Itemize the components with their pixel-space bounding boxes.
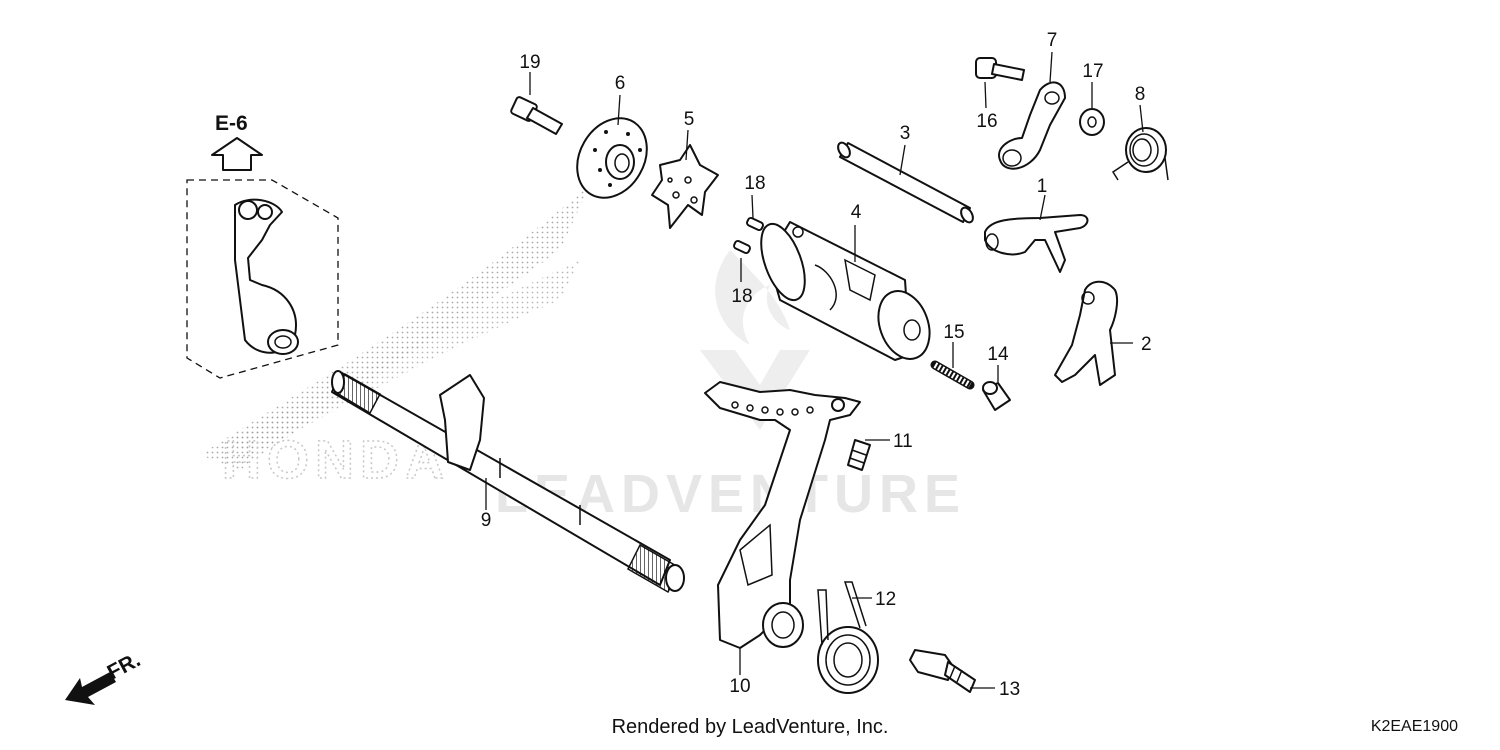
- part-14-plunger: [982, 381, 1011, 411]
- callout-19: 19: [519, 52, 540, 73]
- callout-labels: 1 2 3 4 5 6 7 8 9 10 11 12 13 14 15 16 1…: [481, 30, 1152, 700]
- part-6-stopper-plate: [576, 117, 648, 199]
- part-13-stud: [909, 649, 976, 693]
- callout-15: 15: [943, 322, 964, 343]
- leader-lines: [485, 51, 1144, 689]
- diagram-code: K2EAE1900: [1370, 718, 1458, 735]
- callout-12: 12: [875, 589, 896, 610]
- callout-14: 14: [987, 344, 1009, 365]
- callout-11: 11: [893, 431, 913, 452]
- callout-1: 1: [1037, 176, 1048, 197]
- callout-13: 13: [999, 679, 1020, 700]
- honda-wing-watermark: HONDA: [200, 185, 590, 491]
- honda-watermark-text: HONDA: [222, 430, 450, 490]
- callout-6: 6: [615, 73, 626, 94]
- reference-label: E-6: [215, 112, 248, 135]
- callout-17: 17: [1082, 61, 1103, 82]
- part-5-shift-drum-center: [651, 144, 719, 229]
- callout-18-upper: 18: [744, 173, 765, 194]
- front-direction-indicator: FR.: [65, 648, 144, 705]
- rendered-by-footer: Rendered by LeadVenture, Inc.: [611, 716, 889, 738]
- callout-8: 8: [1135, 84, 1146, 105]
- part-12-return-spring: [817, 581, 879, 694]
- callout-4: 4: [851, 202, 862, 223]
- part-9-gearshift-spindle: [331, 370, 685, 594]
- callout-3: 3: [900, 123, 911, 144]
- up-arrow-icon: [211, 137, 263, 171]
- callout-18-lower: 18: [731, 286, 752, 307]
- part-3-fork-shaft: [837, 141, 974, 224]
- callout-10: 10: [729, 676, 750, 697]
- inset-shift-arm: [186, 179, 339, 379]
- callout-5: 5: [684, 109, 695, 130]
- part-15-spring: [930, 360, 975, 390]
- part-1-shift-fork: [984, 214, 1089, 273]
- part-7-stopper-arm: [998, 81, 1066, 170]
- part-2-shift-fork: [1054, 280, 1119, 386]
- callout-2: 2: [1141, 334, 1152, 355]
- part-18-dowel-pins: [733, 216, 764, 255]
- reference-e6: E-6: [211, 112, 263, 171]
- callout-16: 16: [976, 111, 997, 132]
- part-19-bolt: [510, 96, 563, 135]
- part-8-stopper-spring: [1111, 127, 1169, 181]
- part-17-washer: [1079, 108, 1105, 136]
- part-4-shift-drum: [760, 221, 931, 361]
- part-11-spring: [847, 439, 871, 471]
- callout-7: 7: [1047, 30, 1058, 51]
- part-10-gearshift-arm: [704, 381, 861, 649]
- part-16-bolt: [975, 57, 1025, 81]
- callout-9: 9: [481, 510, 492, 531]
